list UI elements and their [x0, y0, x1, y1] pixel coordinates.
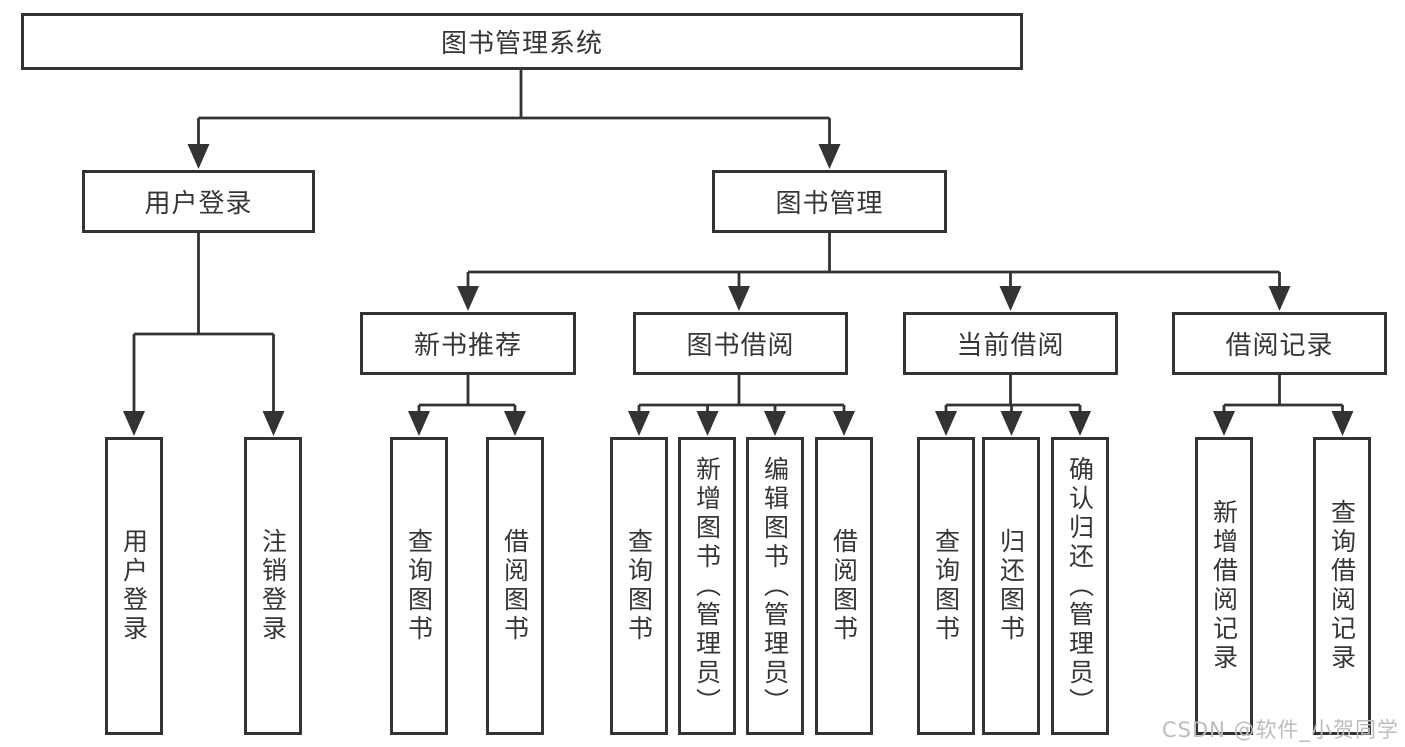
node-current-borrowing: 当前借阅 [903, 312, 1118, 375]
arrowhead [187, 144, 210, 169]
connectors-new-book-recommendation-children [408, 375, 526, 436]
node-label: 新增图书（管理员） [692, 455, 722, 717]
connectors-borrowing-records-children [1213, 375, 1354, 436]
leaf-borrowing-query-books: 查询图书 [610, 437, 668, 735]
node-label: 查询图书 [624, 528, 654, 644]
leaf-borrowing-edit-books-admin: 编辑图书（管理员） [746, 437, 804, 735]
arrowhead [504, 411, 526, 436]
arrowhead [1069, 411, 1091, 436]
node-label: 查询借阅记录 [1327, 499, 1357, 673]
arrowhead [728, 286, 750, 311]
arrowhead [123, 411, 145, 436]
node-label: 确认归还（管理员） [1065, 455, 1095, 717]
leaf-logout: 注销登录 [244, 437, 302, 735]
arrowhead [262, 411, 285, 436]
leaf-records-query-borrow-record: 查询借阅记录 [1313, 437, 1371, 735]
connectors-book-management-to-level3 [457, 233, 1291, 311]
arrowhead [833, 411, 855, 436]
leaf-recommend-query-books: 查询图书 [390, 437, 448, 735]
leaf-recommend-borrow-books: 借阅图书 [486, 437, 544, 735]
node-label: 当前借阅 [956, 331, 1065, 361]
node-label: 图书借阅 [686, 331, 795, 361]
arrowhead [408, 411, 430, 436]
leaf-records-add-borrow-record: 新增借阅记录 [1195, 437, 1253, 735]
node-book-borrowing: 图书借阅 [633, 312, 848, 375]
connectors-root-to-level2 [187, 70, 841, 169]
node-new-book-recommendation: 新书推荐 [360, 312, 576, 375]
arrowhead [999, 286, 1022, 311]
leaf-user-login: 用户登录 [105, 437, 163, 735]
node-label: 注销登录 [258, 528, 288, 644]
node-label: 借阅记录 [1225, 331, 1334, 361]
node-label: 用户登录 [144, 189, 253, 219]
arrowhead [696, 411, 719, 436]
node-borrowing-records: 借阅记录 [1172, 312, 1387, 375]
connectors-user-login-children [123, 233, 285, 436]
leaf-current-confirm-return-admin: 确认归还（管理员） [1051, 437, 1109, 735]
node-user-login: 用户登录 [82, 170, 315, 233]
arrowhead [457, 286, 479, 311]
arrowhead [1331, 411, 1354, 436]
node-label: 图书管理系统 [440, 29, 603, 59]
arrowhead [1213, 411, 1235, 436]
node-label: 查询图书 [931, 528, 961, 644]
node-label: 查询图书 [404, 528, 434, 644]
node-label: 归还图书 [996, 528, 1026, 644]
leaf-borrowing-borrow-books: 借阅图书 [815, 437, 873, 735]
connectors-current-borrowing-children [935, 375, 1091, 436]
node-label: 编辑图书（管理员） [760, 455, 790, 717]
node-label: 新书推荐 [413, 331, 522, 361]
arrowhead [935, 411, 957, 436]
arrowhead [764, 411, 786, 436]
leaf-current-query-books: 查询图书 [917, 437, 975, 735]
node-label: 图书管理 [775, 189, 884, 219]
arrowhead [818, 144, 841, 169]
node-label: 用户登录 [119, 528, 149, 644]
arrowhead [1000, 411, 1023, 436]
node-library-management-system: 图书管理系统 [21, 13, 1023, 70]
node-label: 新增借阅记录 [1209, 499, 1239, 673]
node-label: 借阅图书 [829, 528, 859, 644]
arrowhead [628, 411, 650, 436]
leaf-borrowing-add-books-admin: 新增图书（管理员） [678, 437, 736, 735]
node-book-management: 图书管理 [712, 170, 947, 233]
connectors-book-borrowing-children [628, 375, 855, 436]
node-label: 借阅图书 [500, 528, 530, 644]
leaf-current-return-books: 归还图书 [982, 437, 1040, 735]
watermark-text: CSDN @软件_小贺同学 [1161, 718, 1399, 742]
arrowhead [1268, 286, 1291, 311]
